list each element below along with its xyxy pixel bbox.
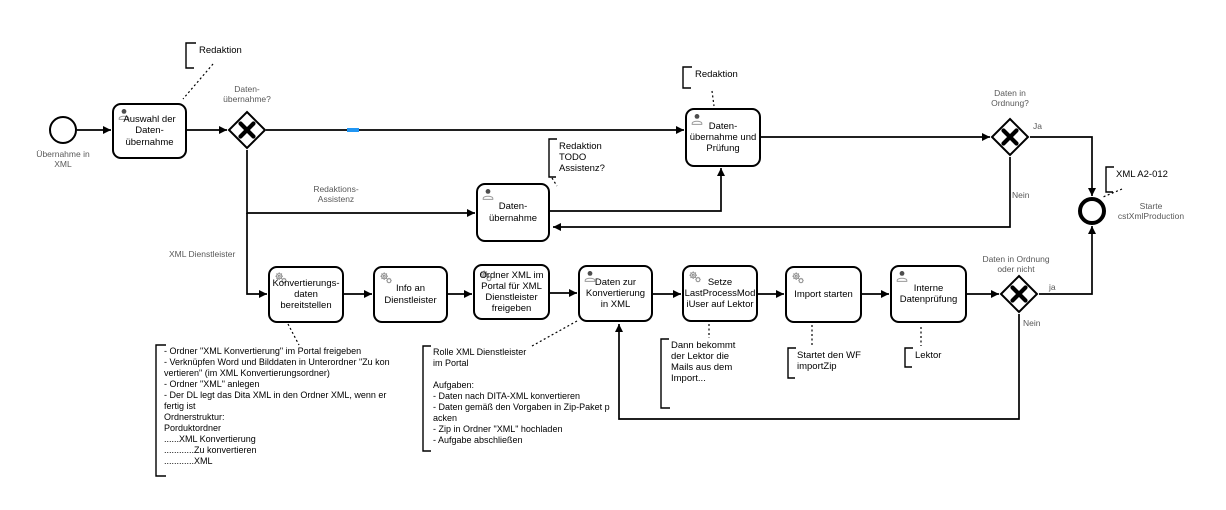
flow-gw2-ja-to-end [1030, 136, 1096, 196]
task-label: Daten- übernahme [488, 201, 538, 224]
bracket-wf-importzip [787, 347, 796, 379]
task-label: Daten zur Konvertierung in XML [585, 276, 646, 311]
task-auswahl-der-datenuebernahme[interactable]: Auswahl der Daten- übernahme [112, 103, 187, 159]
bracket-xml-a2-012 [1105, 166, 1114, 193]
bracket-lektor-mails [660, 338, 670, 409]
flow-uebernahme-to-pruefung [550, 168, 725, 212]
task-info-an-dienstleister[interactable]: Info an Dienstleister [373, 266, 448, 323]
annotation-redaktion-todo: Redaktion TODO Assistenz? [559, 141, 605, 174]
task-interne-datenpruefung[interactable]: Interne Datenprüfung [890, 265, 967, 323]
bracket-redaktion-top [185, 42, 196, 69]
edge-label-ja-top: Ja [1033, 121, 1042, 131]
task-label: Info an Dienstleister [384, 283, 437, 306]
bracket-lektor [904, 347, 913, 368]
gateway-label-datenuebernahme: Daten- übernahme? [223, 84, 271, 105]
end-event[interactable] [1078, 197, 1106, 225]
gear-icon [791, 271, 805, 288]
task-konvertierungsdaten-bereitstellen[interactable]: Konvertierungs- daten bereitstellen [268, 266, 344, 323]
task-label: Daten- übernahme und Prüfung [689, 120, 757, 155]
edge-label-ja-bottom: ja [1049, 282, 1056, 292]
assoc-rolle-notes [531, 320, 578, 347]
assoc-xml-a2-012 [1102, 188, 1123, 198]
task-label: Auswahl der Daten- übernahme [123, 114, 176, 148]
user-icon [584, 270, 596, 285]
task-datenuebernahme[interactable]: Daten- übernahme [476, 183, 550, 242]
assoc-redaktion-todo [551, 177, 558, 187]
end-event-label: Starte cstXmlProduction [1117, 201, 1185, 222]
flow-gw3-nein-to-datenkonv [615, 314, 1020, 420]
task-label: Interne Datenprüfung [899, 282, 958, 305]
task-ordner-xml-freigeben[interactable]: Ordner XML im Portal für XML Dienstleist… [473, 264, 550, 320]
edge-label-redaktions-assistenz: Redaktions- Assistenz [313, 184, 359, 205]
annotation-xml-a2-012: XML A2-012 [1116, 169, 1168, 180]
gateway-datenuebernahme[interactable] [227, 110, 267, 150]
assoc-redaktion-pruefung [711, 90, 715, 107]
gear-icon [479, 269, 493, 286]
flow-gw1-to-uebernahme [246, 150, 475, 217]
gateway-daten-in-ordnung[interactable] [990, 117, 1030, 157]
task-import-starten[interactable]: Import starten [785, 266, 862, 323]
flow-gw2-nein-to-uebernahme [553, 157, 1011, 231]
flow-gw1-to-konvertierungsdaten [246, 213, 267, 298]
edge-label-xml-dienstleister: XML Dienstleister [169, 249, 236, 259]
x-marker [1010, 285, 1028, 303]
bracket-rolle-notes [422, 345, 431, 452]
task-label: Konvertierungs- daten bereitstellen [272, 277, 340, 312]
start-event[interactable] [49, 116, 77, 144]
start-event-label: Übernahme in XML [36, 149, 90, 170]
task-label: Ordner XML im Portal für XML Dienstleist… [479, 269, 544, 315]
annotation-wf-importzip: Startet den WF importZip [797, 350, 861, 372]
task-daten-zur-konvertierung[interactable]: Daten zur Konvertierung in XML [578, 265, 653, 322]
gear-icon [688, 270, 702, 287]
edge-label-nein-top: Nein [1012, 190, 1030, 200]
annotation-rolle-notes: Rolle XML Dienstleister im Portal Aufgab… [433, 347, 610, 445]
bracket-redaktion-pruefung [682, 66, 692, 89]
flow-gw3-ja-to-end [1039, 226, 1096, 295]
x-marker [1001, 128, 1019, 146]
task-datenuebernahme-und-pruefung[interactable]: Daten- übernahme und Prüfung [685, 108, 761, 167]
task-label: Import starten [794, 288, 853, 300]
x-marker [238, 121, 256, 139]
user-icon [896, 270, 908, 285]
user-icon [482, 188, 494, 203]
annotation-redaktion-pruefung: Redaktion [695, 69, 738, 80]
gateway-label-daten-in-ordnung-oder-nicht: Daten in Ordnung oder nicht [982, 254, 1050, 275]
annotation-redaktion-top: Redaktion [199, 45, 242, 56]
annotation-lektor-mails: Dann bekommt der Lektor die Mails aus de… [671, 340, 736, 384]
user-icon [118, 108, 130, 123]
gear-icon [379, 271, 393, 288]
bracket-ordner-notes [155, 344, 166, 477]
gateway-label-daten-in-ordnung: Daten in Ordnung? [991, 88, 1029, 109]
annotation-lektor: Lektor [915, 350, 942, 361]
gateway-daten-in-ordnung-oder-nicht[interactable] [999, 274, 1039, 314]
task-label: Setze LastProcessMod iUser auf Lektor [684, 276, 756, 311]
user-icon [691, 113, 703, 128]
gear-icon [274, 271, 288, 288]
assoc-ordner-notes [287, 323, 300, 346]
assoc-redaktion-top [182, 63, 214, 100]
annotation-ordner-notes: - Ordner "XML Konvertierung" im Portal f… [164, 346, 390, 466]
bracket-redaktion-todo [548, 138, 557, 178]
edge-label-nein-bottom: Nein [1023, 318, 1041, 328]
task-setze-lastprocessmoduser[interactable]: Setze LastProcessMod iUser auf Lektor [682, 265, 758, 322]
